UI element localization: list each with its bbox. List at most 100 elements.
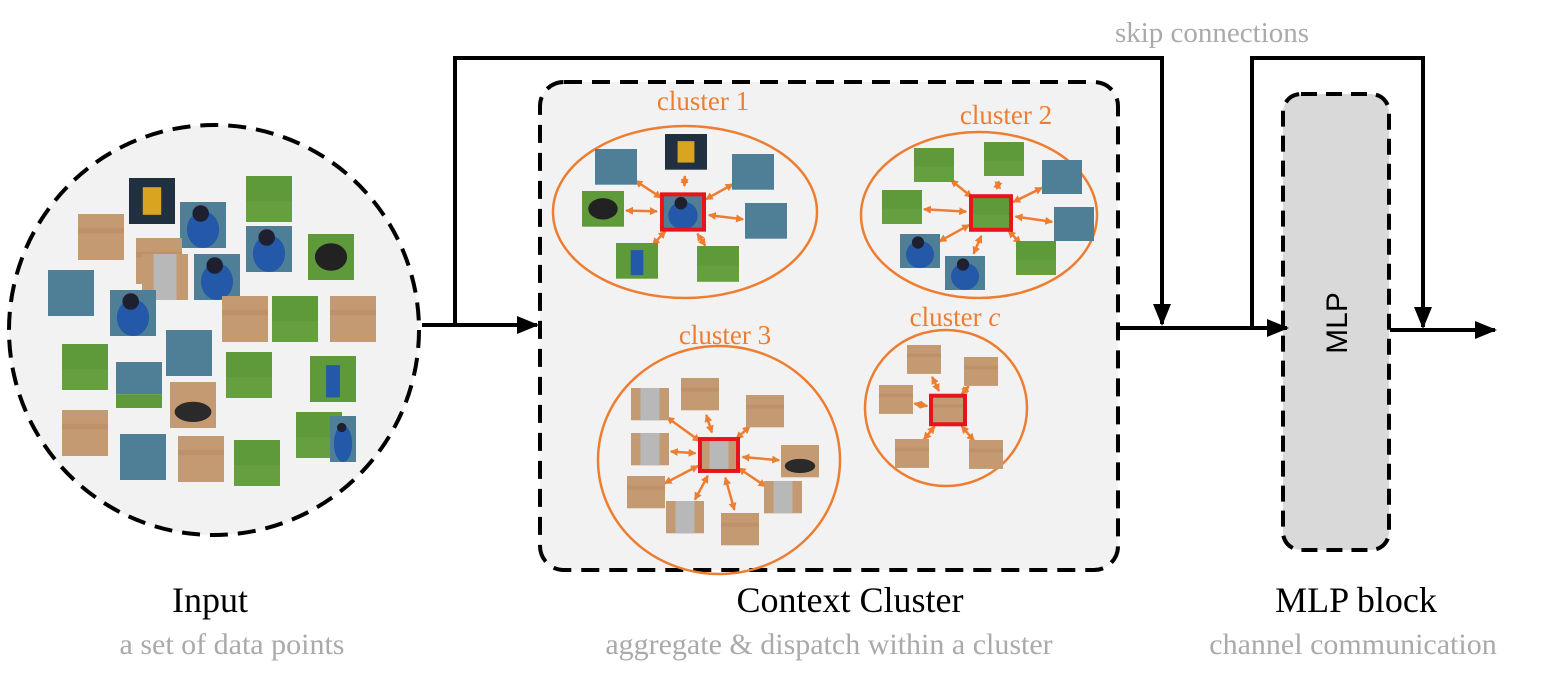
input-patch [170, 382, 216, 428]
cluster-c-ellipse [863, 328, 1029, 488]
cluster-3-group [627, 378, 819, 546]
cluster-2-ellipse [859, 130, 1099, 300]
cluster-1-label: cluster 1 [657, 86, 749, 116]
cluster-patch [781, 445, 819, 478]
cluster-patch [746, 395, 784, 428]
cluster-patch [582, 191, 624, 227]
dispatch-arrow [737, 467, 767, 488]
dispatch-arrow [960, 425, 975, 442]
cluster-patch [627, 476, 665, 509]
input-patch [110, 290, 156, 336]
dispatch-arrow [707, 211, 745, 223]
input-title: Input [172, 580, 248, 620]
mlp-box-label: MLP [1321, 292, 1354, 354]
context-cluster-subtitle: aggregate & dispatch within a cluster [605, 628, 1052, 661]
cluster-patch [721, 513, 759, 546]
cluster-patch [969, 440, 1003, 469]
input-patch [308, 234, 354, 280]
cluster-center-patch [700, 439, 738, 471]
input-patch [246, 226, 292, 272]
cluster-patch [764, 481, 802, 514]
cluster-patch [745, 203, 787, 239]
cluster-patch [879, 385, 913, 414]
cluster-patch [631, 388, 669, 421]
skip-connection-2 [1250, 56, 1432, 329]
dispatch-arrow [693, 474, 709, 501]
cluster-patch [984, 142, 1024, 176]
cluster-center-patch [931, 395, 965, 425]
dispatch-arrow [922, 425, 936, 441]
dispatch-arrow [663, 464, 699, 485]
cluster-patch [631, 433, 669, 466]
cluster-1-ellipse [551, 124, 819, 300]
input-patch [310, 356, 356, 402]
cluster-patch [595, 149, 637, 185]
dispatch-arrow [741, 453, 781, 464]
dispatch-arrow [669, 448, 697, 457]
input-patch [116, 362, 162, 408]
dispatch-arrow [704, 413, 714, 434]
input-patch [222, 296, 268, 342]
dispatch-arrow [704, 183, 734, 201]
cluster-patch [964, 357, 998, 386]
cluster-2-label: cluster 2 [960, 100, 1052, 130]
input-patch [120, 434, 166, 480]
dispatch-arrow [950, 179, 973, 199]
dispatch-arrow [930, 375, 941, 392]
dispatch-arrow [993, 180, 1003, 190]
cluster-center-patch [662, 194, 704, 230]
cluster-3-ellipse [596, 344, 842, 576]
cluster-patch [616, 243, 658, 279]
dispatch-arrow [680, 175, 689, 187]
dispatch-arrow [972, 234, 983, 255]
cluster-patch [1054, 207, 1094, 241]
cluster-center-patch [971, 196, 1011, 230]
dispatch-arrow [922, 205, 968, 216]
mlp-block-subtitle: channel communication [1209, 628, 1496, 661]
context-cluster-title: Context Cluster [737, 580, 964, 620]
dispatch-arrow [1012, 186, 1044, 204]
dispatch-arrow [696, 232, 707, 247]
input-patch [330, 296, 376, 342]
dispatch-arrow [1014, 213, 1054, 225]
cluster-patch [907, 345, 941, 374]
dispatch-arrow [651, 230, 667, 246]
cluster-patch [945, 256, 985, 290]
input-patch [234, 440, 280, 486]
skip-connection-1 [453, 56, 1171, 326]
cluster-contents [582, 134, 1094, 546]
cluster-patch [914, 148, 954, 182]
cluster-patch [895, 439, 929, 468]
cluster-patch [732, 154, 774, 190]
dispatch-arrow [960, 385, 970, 395]
input-subtitle: a set of data points [120, 628, 345, 661]
dispatch-arrow [625, 206, 658, 216]
input-patch [226, 352, 272, 398]
cluster-center-highlight [929, 393, 967, 427]
dispatch-arrow [634, 179, 663, 199]
dispatch-arrow [938, 223, 971, 243]
input-patch [166, 330, 212, 376]
input-patch [330, 416, 356, 462]
input-patches [48, 176, 376, 486]
input-patch [180, 202, 226, 249]
cluster-2-group [882, 142, 1094, 290]
input-patch [178, 436, 224, 482]
mlp-block-title: MLP block [1275, 580, 1437, 620]
cluster-patch [681, 378, 719, 411]
cluster-patch [666, 501, 704, 534]
input-patch [246, 176, 292, 222]
dispatch-arrow [735, 425, 751, 440]
cluster-patch [1042, 160, 1082, 194]
cluster-patch [882, 190, 922, 224]
skip-connections-label: skip connections [1115, 17, 1309, 49]
input-patch [62, 344, 108, 390]
dispatch-arrow [723, 476, 737, 511]
cluster-3-label: cluster 3 [679, 320, 771, 350]
input-patch [62, 410, 108, 456]
input-patch [129, 178, 175, 224]
input-patch [48, 270, 94, 316]
input-patch [272, 296, 318, 342]
cluster-patch [697, 246, 739, 282]
